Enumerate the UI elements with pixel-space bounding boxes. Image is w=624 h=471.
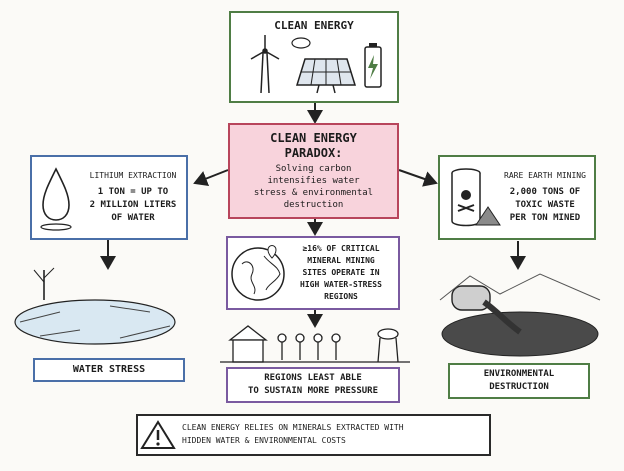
dry-land-illustration [14,267,176,345]
water-stress-box: WATER STRESS [33,358,185,382]
mining-sites-box: ≥16% OF CRITICAL MINERAL MINING SITES OP… [226,236,400,310]
environmental-line2: DESTRUCTION [489,382,549,392]
regions-line2: TO SUSTAIN MORE PRESSURE [247,386,379,396]
water-drop-icon [40,167,72,231]
water-stress-label: WATER STRESS [72,364,146,375]
sites-line2: MINERAL MINING [307,256,375,265]
footer-line2: HIDDEN WATER & ENVIRONMENTAL COSTS [182,436,346,445]
lithium-line3: OF WATER [111,213,155,223]
rare-earth-title: RARE EARTH MINING [504,171,586,180]
footer-box: CLEAN ENERGY RELIES ON MINERALS EXTRACTE… [136,414,491,456]
rare-earth-line2: TOXIC WASTE [515,200,575,210]
paradox-box: CLEAN ENERGY PARADOX: Solving carbon int… [228,123,399,219]
solar-panel-icon [295,58,357,94]
rare-earth-line3: PER TON MINED [509,213,581,223]
footer-line1: CLEAN ENERGY RELIES ON MINERALS EXTRACTE… [182,423,404,432]
pollution-illustration [439,273,601,357]
paradox-desc-line4: destruction [283,200,344,210]
regions-box: REGIONS LEAST ABLE TO SUSTAIN MORE PRESS… [226,367,400,403]
clean-energy-illustration [250,35,382,94]
paradox-title-line1: CLEAN ENERGY [270,131,357,145]
paradox-title-line2: PARADOX: [284,146,343,160]
environmental-line1: ENVIRONMENTAL [483,369,555,379]
cloud-icon [291,37,311,49]
lithium-title: LITHIUM EXTRACTION [89,171,177,180]
lithium-box: LITHIUM EXTRACTION 1 TON = UP TO 2 MILLI… [30,155,188,240]
rare-earth-line1: 2,000 TONS OF [509,187,581,197]
clean-energy-title: CLEAN ENERGY [274,19,354,32]
community-illustration [220,325,410,363]
toxic-barrel-icon [451,168,501,227]
wind-turbine-icon [250,35,280,94]
paradox-desc-line3: stress & environmental [253,188,374,198]
sites-line1: ≥16% OF CRITICAL [302,244,380,253]
rare-earth-box: RARE EARTH MINING 2,000 TONS OF TOXIC WA… [438,155,596,240]
arrow-paradox-to-rare-earth [398,169,438,187]
paradox-desc-line1: Solving carbon [275,164,352,174]
regions-line1: REGIONS LEAST ABLE [264,373,362,383]
battery-icon [364,43,382,88]
sites-line4: HIGH WATER-STRESS [300,280,382,289]
arrow-paradox-to-lithium [193,169,229,187]
sites-line3: SITES OPERATE IN [302,268,380,277]
sites-line5: REGIONS [324,292,358,301]
lithium-line1: 1 TON = UP TO [97,187,169,197]
globe-icon [231,245,285,301]
paradox-desc-line2: intensifies water [267,176,360,186]
lithium-line2: 2 MILLION LITERS [89,200,177,210]
clean-energy-box: CLEAN ENERGY [229,11,399,103]
warning-icon [140,420,176,449]
environmental-box: ENVIRONMENTAL DESTRUCTION [448,363,590,399]
